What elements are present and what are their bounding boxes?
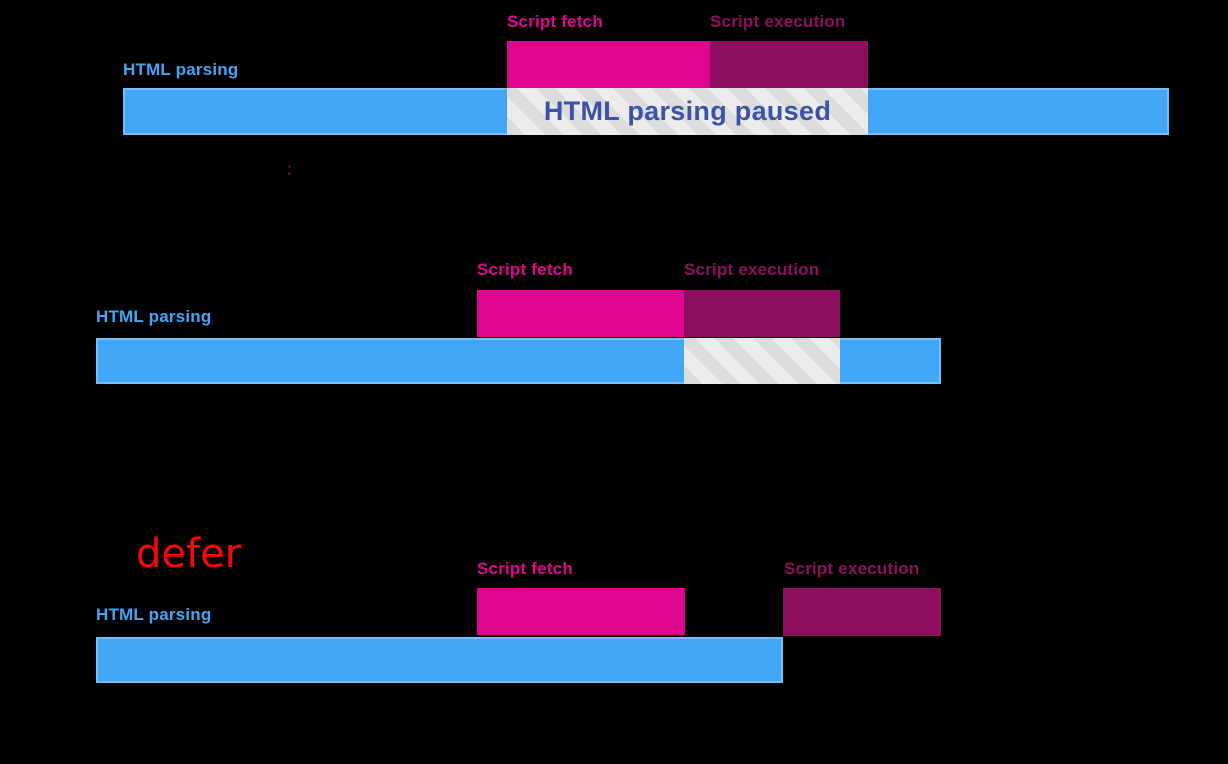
html-parsing-paused-region [684, 338, 840, 384]
text-artifact-dot [288, 172, 291, 175]
html-parsing-bar [96, 637, 783, 683]
html-parsing-label: HTML parsing [123, 60, 239, 79]
defer-keyword-text: defer [136, 531, 242, 577]
script-execution-bar [783, 588, 941, 636]
html-parsing-paused-region: HTML parsing paused [507, 88, 868, 135]
script-fetch-label: Script fetch [477, 260, 573, 279]
script-execution-bar [684, 290, 840, 337]
script-execution-bar [710, 41, 868, 88]
html-parsing-paused-label: HTML parsing paused [543, 96, 832, 126]
text-artifact-dot [288, 165, 291, 168]
html-parsing-label: HTML parsing [96, 605, 212, 624]
script-fetch-bar [477, 588, 685, 635]
html-parsing-label: HTML parsing [96, 307, 212, 326]
script-execution-label: Script execution [784, 559, 920, 578]
script-execution-label: Script execution [710, 12, 846, 31]
script-execution-label: Script execution [684, 260, 820, 279]
script-fetch-label: Script fetch [507, 12, 603, 31]
script-fetch-bar [477, 290, 684, 337]
script-fetch-bar [507, 41, 710, 88]
script-fetch-label: Script fetch [477, 559, 573, 578]
